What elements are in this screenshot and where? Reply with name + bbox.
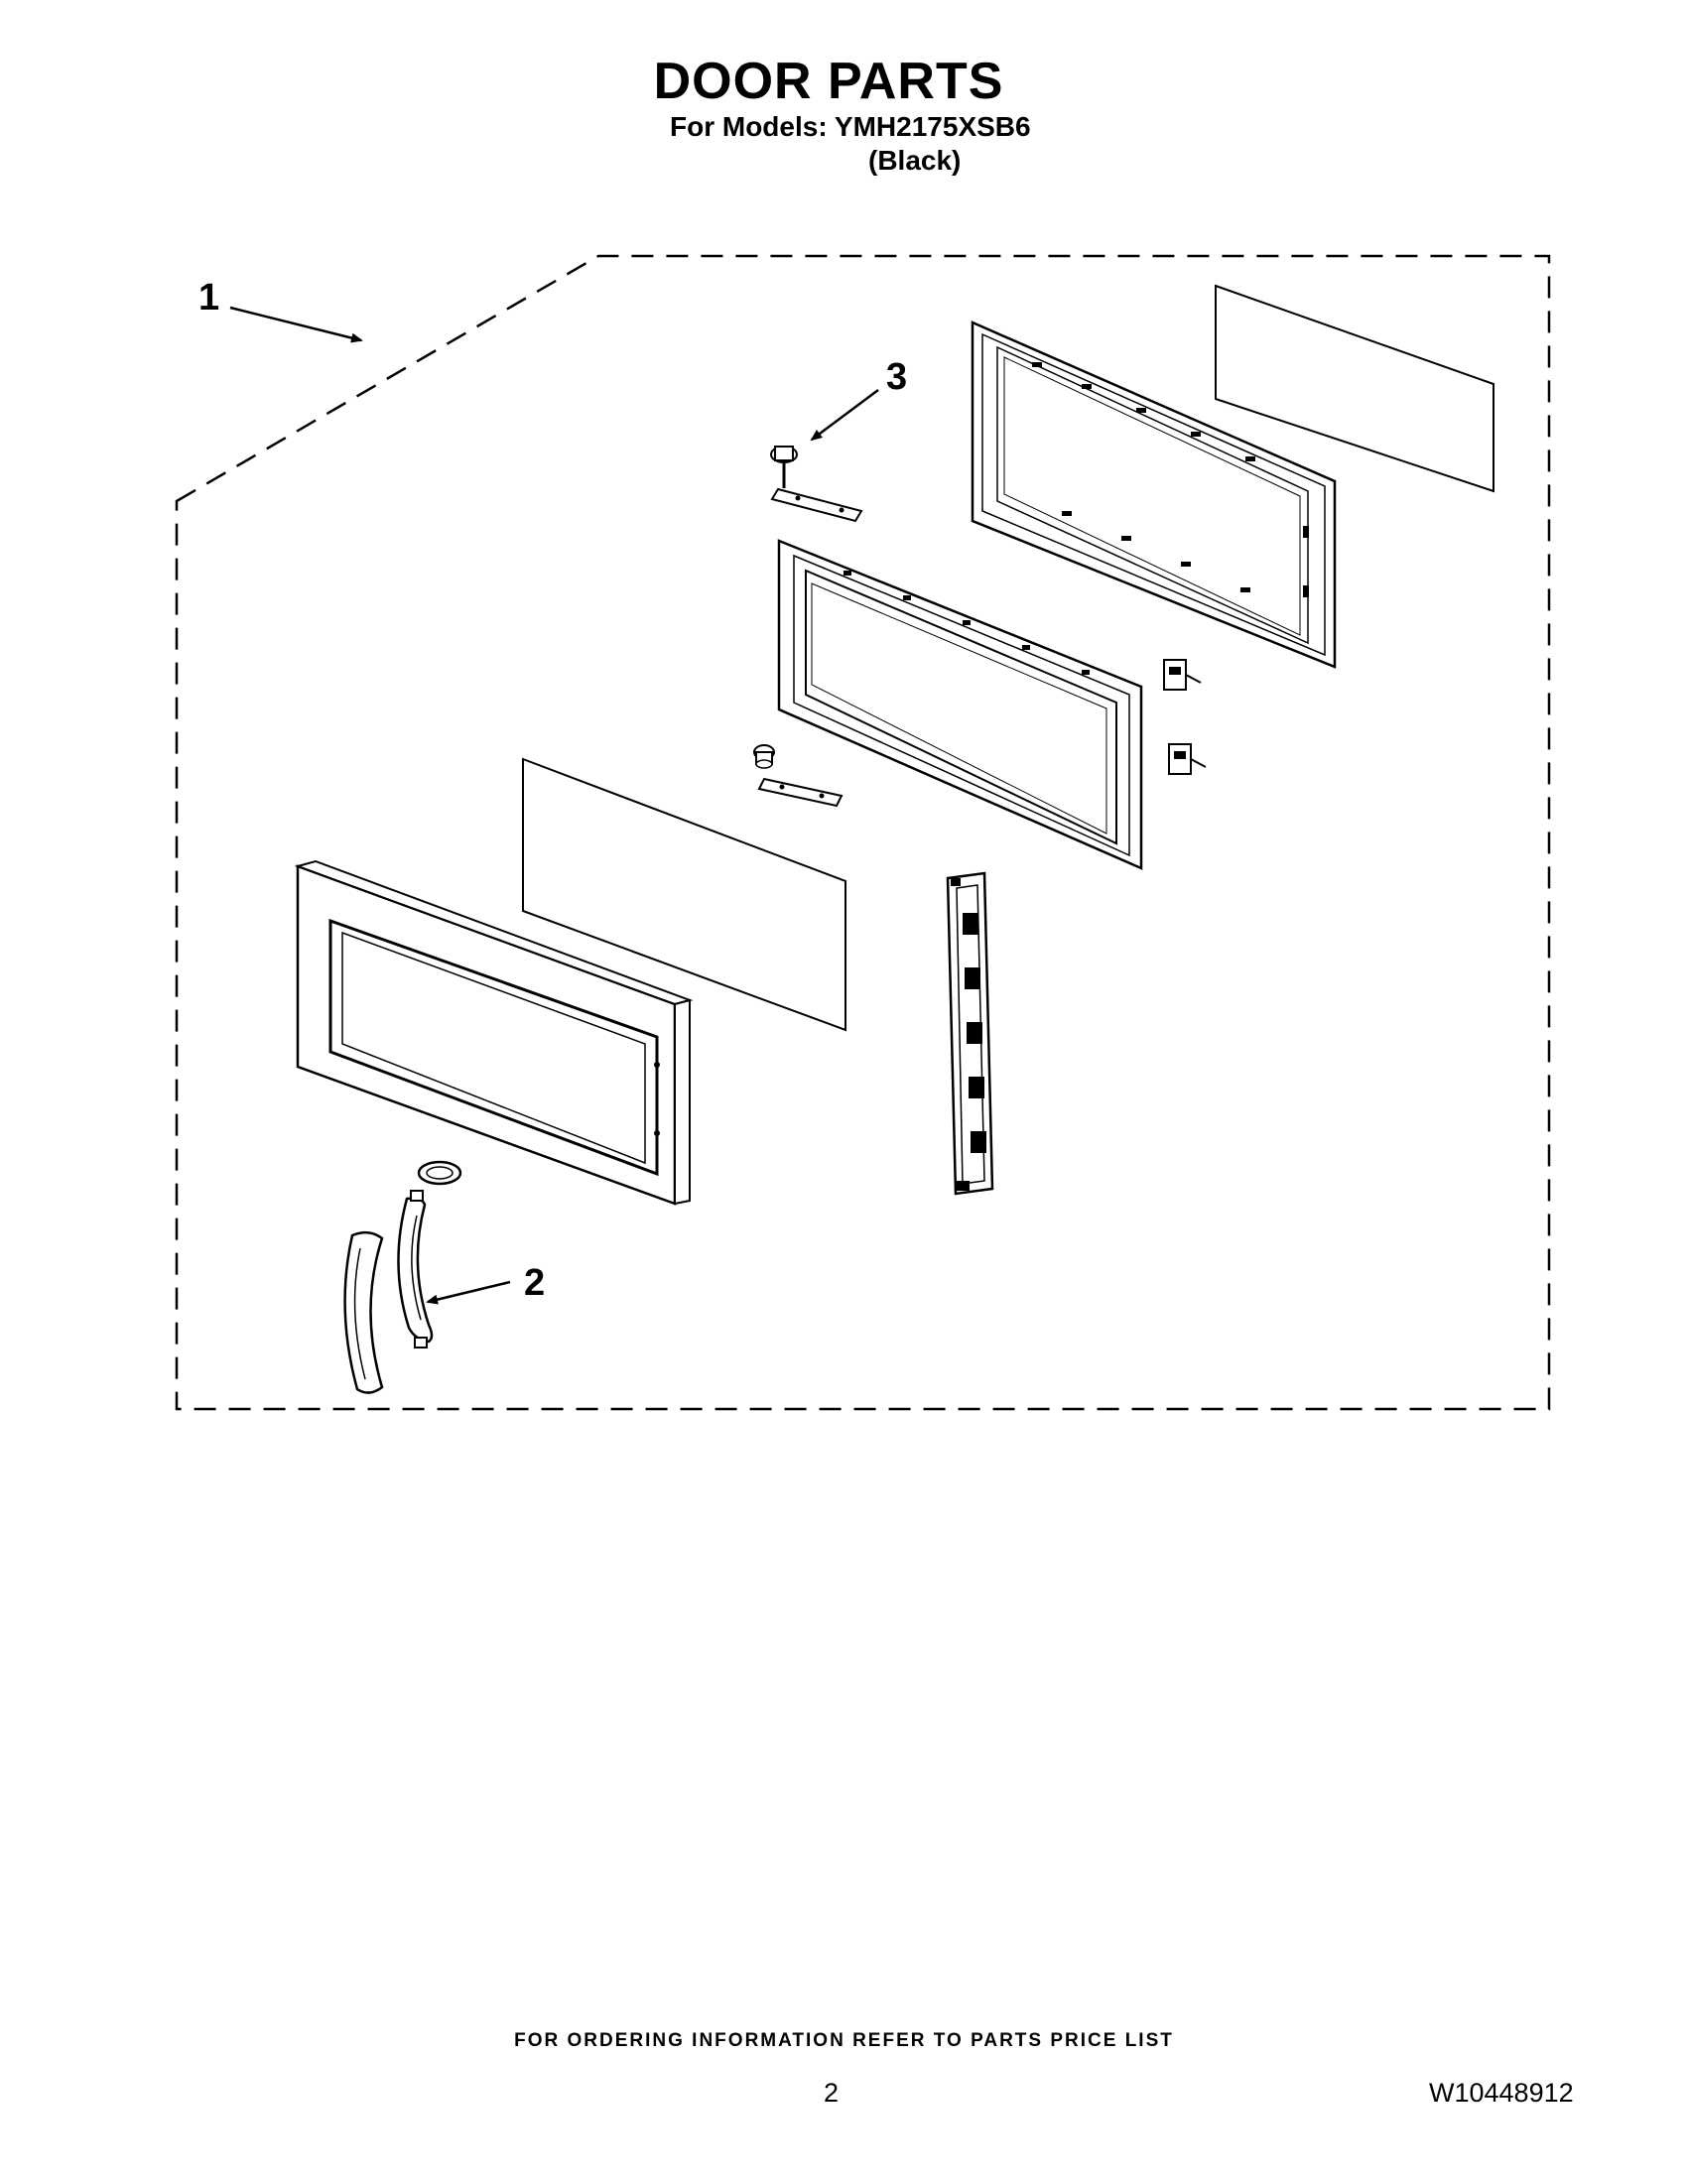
ordering-note: FOR ORDERING INFORMATION REFER TO PARTS …: [514, 2030, 1174, 2051]
door-latch-upper: [1163, 659, 1202, 691]
handle-mounting-bracket: [397, 1190, 434, 1349]
hinge-pin-lower: [753, 744, 775, 769]
hinge-bracket-top: [770, 487, 863, 523]
assembly-boundary: [175, 254, 1551, 1411]
inner-choke-frame: [971, 321, 1337, 669]
outer-door-panel: [294, 859, 694, 1206]
page-title: DOOR PARTS: [653, 53, 1004, 110]
callout-3-label: 3: [886, 356, 907, 398]
door-handle: [343, 1230, 384, 1394]
front-glass-panel: [522, 757, 846, 1032]
models-line: For Models: YMH2175XSB6: [670, 111, 1031, 142]
callout-1: 1: [198, 277, 363, 343]
rear-glass-panel: [1215, 284, 1494, 493]
door-chassis-frame: [777, 539, 1143, 870]
handle-gasket: [417, 1160, 462, 1186]
document-number: W10448912: [1429, 2078, 1574, 2108]
model-color: (Black): [868, 145, 962, 176]
hinge-screw-top: [770, 446, 798, 488]
callout-1-label: 1: [198, 277, 219, 319]
callout-2-label: 2: [524, 1262, 545, 1304]
callout-2: 2: [426, 1262, 545, 1305]
callout-3: 3: [810, 356, 907, 442]
page-number: 2: [824, 2078, 840, 2108]
door-latch-lower: [1168, 743, 1207, 775]
latch-arm-assembly: [946, 871, 994, 1196]
hinge-bracket-lower: [757, 777, 844, 808]
